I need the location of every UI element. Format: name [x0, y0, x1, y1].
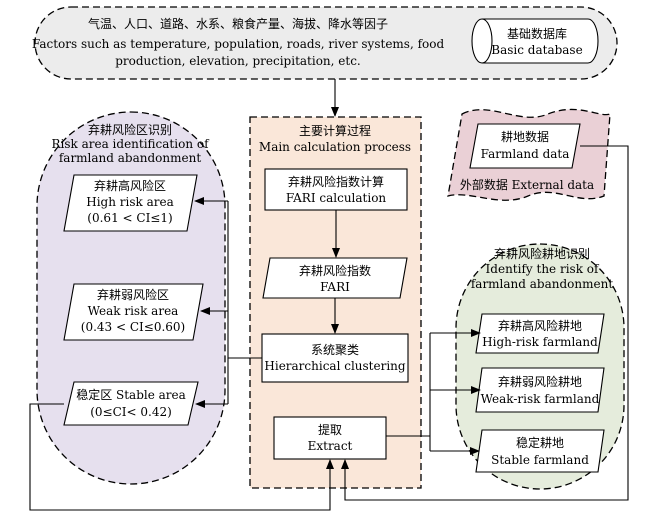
connectors [29, 79, 629, 511]
farmland-panel-title-en2: farmland abandonment [471, 277, 613, 291]
stable-farmland-node: 稳定耕地 Stable farmland [475, 429, 605, 473]
basic-database-en: Basic database [491, 43, 582, 57]
stable-area-range: (0≤CI< 0.42) [90, 405, 172, 419]
external-data-label: 外部数据 External data [460, 177, 594, 192]
stable-farmland-en: Stable farmland [491, 453, 589, 467]
factors-cn: 气温、人口、道路、水系、粮食产量、海拔、降水等因子 [88, 16, 388, 31]
weak-risk-area-en: Weak risk area [88, 304, 179, 318]
factors-node: 气温、人口、道路、水系、粮食产量、海拔、降水等因子 Factors such a… [32, 6, 618, 80]
high-risk-farmland-en: High-risk farmland [482, 335, 598, 349]
fari-calculation-node: 弃耕风险指数计算 FARI calculation [264, 168, 408, 211]
high-risk-farmland-node: 弃耕高风险耕地 High-risk farmland [475, 313, 605, 354]
factors-en-line1: Factors such as temperature, population,… [32, 37, 445, 51]
risk-panel-title-en1: Risk area identification of [51, 137, 210, 151]
factors-en-line2: production, elevation, precipitation, et… [115, 54, 361, 68]
main-process-panel: 主要计算过程 Main calculation process 弃耕风险指数计算… [249, 116, 422, 489]
extract-en: Extract [308, 439, 353, 453]
fari-en: FARI [320, 280, 350, 294]
basic-database-cn: 基础数据库 [507, 26, 567, 41]
risk-panel-title-en2: farmland abandonment [59, 151, 201, 165]
extract-node: 提取 Extract [273, 416, 387, 460]
weak-risk-farmland-cn: 弃耕弱风险耕地 [498, 374, 582, 389]
main-process-title-en: Main calculation process [259, 140, 411, 154]
farmland-risk-panel: 弃耕风险耕地识别 Identify the risk of farmland a… [455, 243, 625, 490]
weak-risk-area-range: (0.43 < CI≤0.60) [81, 320, 185, 334]
weak-risk-area-cn: 弃耕弱风险区 [97, 287, 169, 302]
high-risk-area-cn: 弃耕高风险区 [94, 178, 166, 193]
high-risk-farmland-cn: 弃耕高风险耕地 [498, 318, 582, 333]
weak-risk-farmland-en: Weak-risk farmland [481, 392, 600, 406]
stable-farmland-cn: 稳定耕地 [516, 435, 564, 450]
clustering-en: Hierarchical clustering [264, 359, 406, 373]
extract-cn: 提取 [318, 422, 342, 437]
farmland-data-en: Farmland data [481, 147, 570, 161]
high-risk-area-node: 弃耕高风险区 High risk area (0.61 < CI≤1) [63, 174, 198, 232]
link-left-to-extract [29, 403, 334, 511]
risk-area-panel: 弃耕风险区识别 Risk area identification of farm… [36, 111, 226, 485]
farmland-panel-title-en1: Identify the risk of [486, 262, 600, 276]
fari-calculation-en: FARI calculation [286, 191, 387, 205]
high-risk-area-range: (0.61 < CI≤1) [87, 211, 172, 225]
farmland-data-cn: 耕地数据 [501, 129, 549, 144]
high-risk-area-en: High risk area [86, 195, 174, 209]
stable-area-node: 稳定区 Stable area (0≤CI< 0.42) [63, 381, 199, 426]
link-farmland-to-extract [341, 145, 629, 501]
risk-panel-title-cn: 弃耕风险区识别 [88, 122, 172, 137]
weak-risk-farmland-node: 弃耕弱风险耕地 Weak-risk farmland [475, 367, 605, 413]
fari-cn: 弃耕风险指数 [299, 263, 371, 278]
basic-database-node: 基础数据库 Basic database [471, 18, 599, 64]
clustering-node: 系统聚类 Hierarchical clustering [261, 333, 409, 383]
external-data-node: 耕地数据 Farmland data 外部数据 External data [447, 108, 611, 201]
fari-node: 弃耕风险指数 FARI [262, 257, 408, 299]
stable-area-label: 稳定区 Stable area [76, 387, 186, 402]
clustering-cn: 系统聚类 [311, 343, 359, 357]
main-process-title-cn: 主要计算过程 [299, 123, 371, 138]
fari-calculation-cn: 弃耕风险指数计算 [288, 174, 384, 189]
weak-risk-area-node: 弃耕弱风险区 Weak risk area (0.43 < CI≤0.60) [63, 283, 204, 341]
farmland-panel-title-cn: 弃耕风险耕地识别 [494, 246, 590, 261]
